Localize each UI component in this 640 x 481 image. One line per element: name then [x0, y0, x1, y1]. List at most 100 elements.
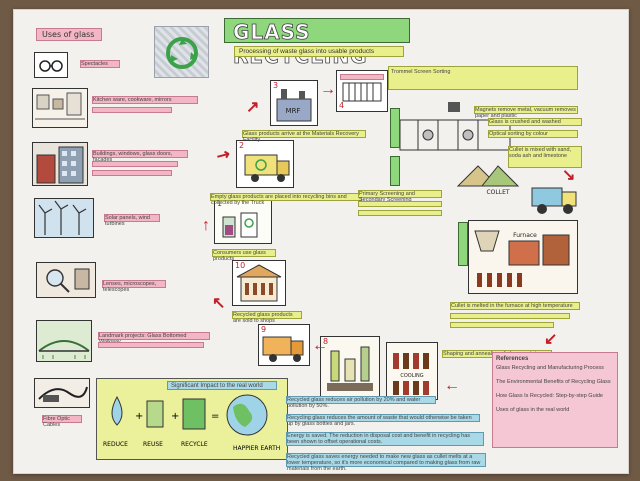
use-caption-2: Kitchen ware, cookware, mirrors [92, 96, 198, 104]
use-caption-3: Buildings, windows, glass doors, facades [92, 150, 188, 163]
cycle-step-10: 10 [232, 260, 286, 306]
process-note-2: Glass is crushed and washed [488, 118, 582, 126]
conveyor-system-icon: COLLET [399, 102, 520, 196]
process-note-3: Optical sorting by colour [488, 130, 578, 138]
process-note-5: Cullet is mixed with sand, soda ash and … [508, 146, 582, 168]
arrow-3: ↗ [246, 99, 260, 116]
impact-illustration: + + = [111, 394, 268, 436]
recycling-truck-icon [244, 154, 290, 182]
cycle-step-2-num: 2 [239, 141, 245, 150]
trommel-notes: Trommel Screen Sorting [388, 66, 578, 90]
cycle-caption-2: Empty glass products are placed into rec… [210, 193, 362, 206]
arrow-2: ↗ [212, 144, 234, 167]
process-note-1: Magnets remove metal, vacuum removes pap… [474, 106, 578, 119]
arrow-6: ← [312, 337, 328, 354]
poster-subtitle: Processing of waste glass into usable pr… [234, 46, 404, 57]
wind-turbine-icon [38, 200, 87, 235]
references-panel: References Glass Recycling and Manufactu… [492, 352, 618, 448]
arrow-9: ← [444, 377, 460, 394]
poster-title: GLASS RECYCLING [233, 20, 367, 69]
trommel-screen-icon [342, 82, 382, 102]
use-caption-6: Landmark projects: Glass Bottomed Walkwa… [98, 332, 210, 345]
cycle-step-3: 3 MRF [270, 80, 318, 126]
use-image-6 [36, 320, 92, 362]
vertical-label-1 [390, 108, 400, 148]
collet-label: COLLET [486, 189, 509, 196]
cycle-caption-1: Consumers use glass products [212, 249, 276, 262]
recycle-icon [166, 37, 198, 69]
impact-heading: Significant Impact to the real world [167, 381, 277, 390]
use-image-7 [34, 378, 90, 408]
glass-bottles-icon [327, 346, 373, 391]
cycle-step-8-num: 8 [323, 337, 329, 346]
impact-word-reuse: REUSE [143, 441, 163, 448]
cycle-step-9: 9 [258, 324, 310, 366]
furnace-icon: Furnace [474, 230, 570, 287]
impact-fact-3: Energy is saved. The reduction in dispos… [286, 432, 484, 446]
reference-2: The Environmental Benefits of Recycling … [496, 379, 611, 385]
impact-fact-1: Recycled glass reduces air pollution by … [286, 396, 436, 409]
kitchen-icon [35, 92, 85, 120]
uses-heading-text: Uses of glass [42, 30, 95, 39]
arrow-8: ↘ [562, 167, 576, 184]
mrf-label: MRF [286, 107, 301, 115]
bridge-icon [38, 340, 90, 359]
arrow-4: → [320, 81, 336, 98]
impact-word-recycle: RECYCLE [181, 441, 208, 448]
cycle-step-2: 2 [236, 140, 294, 188]
use-caption-7: Fibre Optic Cables [42, 415, 82, 428]
recycle-logo [154, 26, 209, 78]
recycling-poster: GLASS RECYCLING Processing of waste glas… [13, 9, 629, 474]
process-note-6b [450, 313, 570, 319]
svg-text:+: + [171, 411, 179, 422]
use-image-5 [36, 262, 96, 298]
reference-4: Uses of glass in the real world [496, 407, 570, 413]
cycle-step-4: 4 [336, 70, 388, 112]
cycle-step-9-num: 9 [261, 325, 267, 334]
process-note-4b [358, 201, 442, 207]
shop-icon [236, 264, 282, 302]
arrow-7: ↙ [544, 331, 558, 348]
use-caption-2b [92, 107, 172, 113]
cycle-step-1-num: 1 [217, 199, 222, 208]
references-heading: References [496, 356, 529, 362]
use-caption-1: Spectacles [80, 60, 120, 68]
reference-1: Glass Recycling and Manufacturing Proces… [496, 365, 604, 371]
use-caption-5: Lenses, microscopes, telescopes [102, 280, 166, 293]
building-icon [36, 146, 84, 184]
svg-text:=: = [211, 411, 219, 422]
recovery-facility-icon: MRF [276, 89, 312, 122]
trommel-heading-label [340, 74, 384, 80]
arrow-5: ↖ [212, 295, 226, 312]
cycle-caption-10: Recycled glass products are sold to shop… [232, 311, 302, 324]
svg-text:+: + [135, 411, 143, 422]
impact-fact-4: Recycled glass saves energy needed to ma… [286, 453, 486, 472]
use-image-4 [34, 198, 94, 238]
delivery-truck-icon [262, 336, 304, 362]
furnace-box: Furnace [468, 220, 578, 294]
vertical-label-2 [390, 156, 400, 186]
cycle-step-8: 8 [320, 336, 380, 398]
recycling-bins-icon [222, 212, 258, 238]
process-note-4c [358, 210, 442, 216]
cooling-bottles-icon: COOLING [393, 353, 429, 395]
process-note-6: Cullet is melted in the furnace at high … [450, 302, 580, 310]
cycle-step-3-num: 3 [273, 81, 279, 90]
process-diagram: COLLET [378, 96, 538, 196]
impact-fact-2: Recycling glass reduces the amount of wa… [286, 414, 480, 427]
collection-truck-right [530, 178, 582, 218]
use-caption-6b [98, 342, 204, 348]
process-note-4: Primary Screening and Secondary Screenin… [358, 190, 442, 203]
cooling-label: COOLING [400, 373, 423, 379]
furnace-label: Furnace [513, 232, 537, 239]
magnifier-icon [46, 268, 90, 293]
reference-3: How Glass Is Recycled: Step-by-step Guid… [496, 393, 603, 399]
use-image-2 [32, 88, 88, 128]
impact-word-reduce: REDUCE [103, 441, 128, 448]
vertical-label-3 [458, 222, 468, 266]
use-caption-3b [92, 161, 178, 167]
uses-heading: Uses of glass [36, 28, 102, 41]
cycle-step-4-num: 4 [339, 101, 345, 110]
use-caption-4: Solar panels, wind turbines [104, 214, 160, 227]
cooling-box: COOLING [386, 342, 438, 400]
